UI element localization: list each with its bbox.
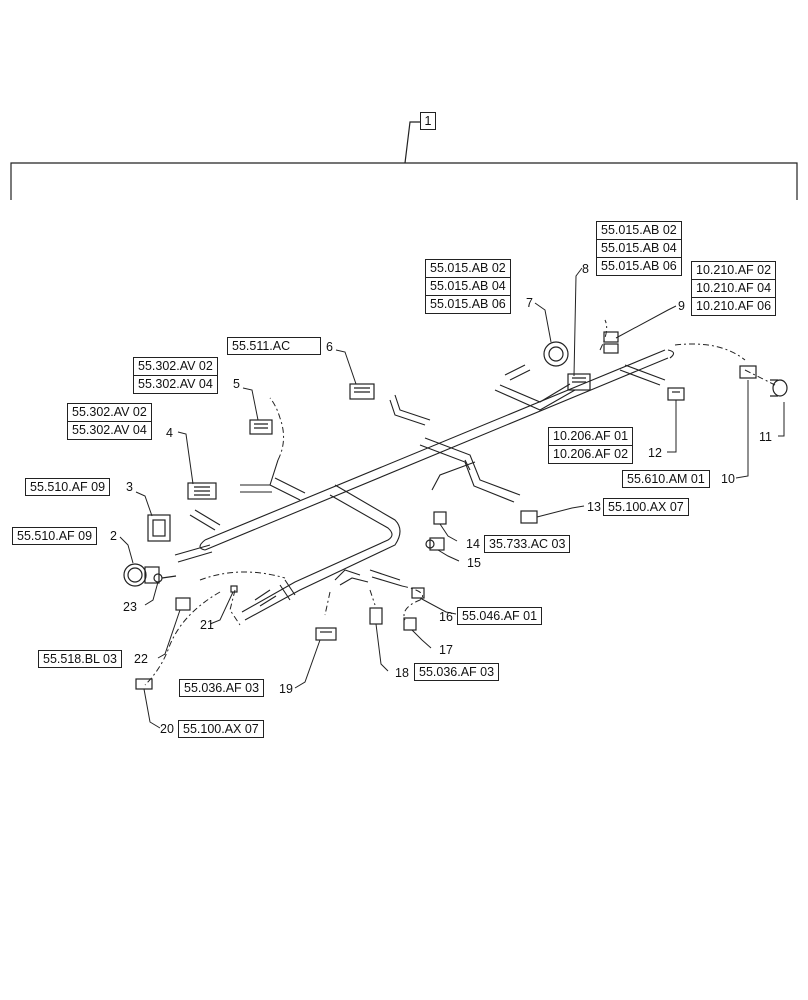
item-9-ref-3[interactable]: 10.210.AF 06 [696,299,772,313]
item-7-refs: 55.015.AB 02 55.015.AB 04 55.015.AB 06 [425,259,511,314]
item-19-number: 19 [279,682,293,696]
connector-6[interactable] [349,383,375,400]
connector-2[interactable] [123,563,160,587]
item-6-number: 6 [326,340,333,354]
item-12-number: 12 [648,446,662,460]
item-2-ref[interactable]: 55.510.AF 09 [12,527,98,545]
connector-5[interactable] [249,419,273,435]
item-8-refs: 55.015.AB 02 55.015.AB 04 55.015.AB 06 [596,221,682,276]
item-4-number: 4 [166,426,173,440]
item-20-ref[interactable]: 55.100.AX 07 [178,720,264,738]
item-7-number: 7 [526,296,533,310]
item-23-number: 23 [123,600,137,614]
harness-trunk [174,349,675,621]
connector-19[interactable] [315,627,337,641]
item-14-ref[interactable]: 35.733.AC 03 [484,535,571,553]
item-7-ref-3[interactable]: 55.015.AB 06 [430,297,506,311]
item-12-ref-1[interactable]: 10.206.AF 01 [549,428,633,446]
item-2-number: 2 [110,529,117,543]
item-9-ref-1[interactable]: 10.210.AF 02 [692,262,776,280]
connector-13[interactable] [520,510,538,524]
item-10-ref[interactable]: 55.610.AM 01 [622,470,710,488]
item-3-ref[interactable]: 55.510.AF 09 [25,478,111,496]
item-20-number: 20 [160,722,174,736]
connector-18[interactable] [369,607,383,625]
item-4-ref-2[interactable]: 55.302.AV 04 [72,423,147,437]
item-8-ref-2[interactable]: 55.015.AB 04 [597,240,681,258]
item-16-ref[interactable]: 55.046.AF 01 [457,607,543,625]
item-18-ref[interactable]: 55.036.AF 03 [414,663,500,681]
assembly-number-box: 1 [420,112,436,130]
connector-10[interactable] [739,365,757,379]
connector-21[interactable] [230,585,238,593]
connector-12[interactable] [667,387,685,401]
connector-7[interactable] [543,341,569,367]
item-9-number: 9 [678,299,685,313]
item-5-ref-1[interactable]: 55.302.AV 02 [134,358,217,376]
connector-15[interactable] [425,537,445,551]
connector-14[interactable] [433,511,447,525]
assembly-bracket [10,121,798,200]
item-18-number: 18 [395,666,409,680]
item-4-refs: 55.302.AV 02 55.302.AV 04 [67,403,152,440]
item-8-ref-3[interactable]: 55.015.AB 06 [601,259,677,273]
item-13-ref[interactable]: 55.100.AX 07 [603,498,689,516]
item-10-number: 10 [721,472,735,486]
connector-11[interactable] [770,379,788,397]
item-7-ref-1[interactable]: 55.015.AB 02 [426,260,510,278]
item-9-refs: 10.210.AF 02 10.210.AF 04 10.210.AF 06 [691,261,777,316]
connector-17[interactable] [403,617,417,631]
item-21-number: 21 [200,618,214,632]
item-4-ref-1[interactable]: 55.302.AV 02 [68,404,151,422]
connector-8[interactable] [567,373,591,391]
item-8-ref-1[interactable]: 55.015.AB 02 [597,222,681,240]
item-17-number: 17 [439,643,453,657]
item-5-refs: 55.302.AV 02 55.302.AV 04 [133,357,218,394]
harness-leads [144,319,776,686]
item-16-number: 16 [439,610,453,624]
item-12-refs: 10.206.AF 01 10.206.AF 02 [548,427,634,464]
item-19-ref[interactable]: 55.036.AF 03 [179,679,265,697]
item-5-ref-2[interactable]: 55.302.AV 04 [138,377,213,391]
item-9-ref-2[interactable]: 10.210.AF 04 [692,280,776,298]
item-7-ref-2[interactable]: 55.015.AB 04 [426,278,510,296]
connector-3[interactable] [147,514,171,542]
item-22-ref[interactable]: 55.518.BL 03 [38,650,122,668]
leader-lines [119,267,785,729]
item-11-number: 11 [759,430,772,444]
item-8-number: 8 [582,262,589,276]
item-6-ref[interactable]: 55.511.AC [227,337,321,355]
item-3-number: 3 [126,480,133,494]
item-5-number: 5 [233,377,240,391]
item-13-number: 13 [587,500,601,514]
connector-16[interactable] [411,587,425,599]
connector-4[interactable] [187,482,217,500]
item-15-number: 15 [467,556,481,570]
item-12-ref-2[interactable]: 10.206.AF 02 [553,447,629,461]
item-14-number: 14 [466,537,480,551]
item-22-number: 22 [134,652,148,666]
connector-23[interactable] [153,573,177,583]
connector-22[interactable] [175,597,191,611]
